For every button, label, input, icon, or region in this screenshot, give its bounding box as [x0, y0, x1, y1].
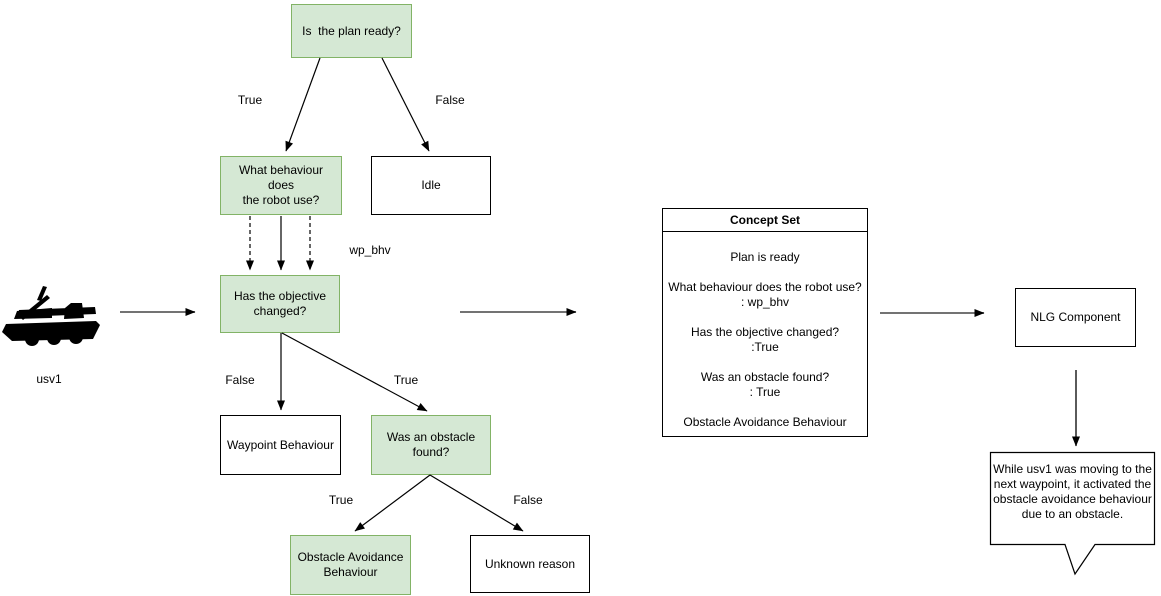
edge-label-objective-false: False: [225, 373, 255, 387]
concept-item: Has the objective changed? :True: [690, 325, 840, 354]
edge-label-plan-false: False: [435, 93, 465, 107]
concept-item: Was an obstacle found? : True: [700, 370, 830, 399]
concept-set-title: Concept Set: [663, 209, 867, 232]
edge-label-wp-bhv: wp_bhv: [349, 243, 391, 257]
edge-objective-true: [281, 332, 428, 412]
edge-label-obstacle-true: True: [328, 493, 354, 507]
edge-plan-true: [285, 57, 321, 152]
edge-obstacle-false: [429, 474, 524, 532]
nlg-component-box: NLG Component: [1015, 288, 1136, 347]
concept-item: What behaviour does the robot use? : wp_…: [668, 280, 862, 309]
edge-label-plan-true: True: [237, 93, 263, 107]
node-waypoint-behaviour: Waypoint Behaviour: [220, 415, 341, 475]
usv-label: usv1: [36, 372, 62, 386]
edge-plan-false: [381, 57, 430, 152]
node-unknown-reason: Unknown reason: [470, 535, 590, 593]
concept-set-box: Concept Set Plan is ready What behaviour…: [662, 208, 868, 437]
node-objective-changed: Has the objective changed?: [220, 275, 340, 333]
node-obstacle-avoidance: Obstacle Avoidance Behaviour: [290, 535, 411, 595]
usv-boat-icon: [2, 286, 100, 346]
edge-label-obstacle-false: False: [513, 493, 543, 507]
edge-obstacle-true: [354, 474, 431, 532]
edge-label-objective-true: True: [393, 373, 419, 387]
speech-bubble-text: While usv1 was moving to the next waypoi…: [993, 462, 1152, 521]
concept-set-body: Plan is ready What behaviour does the ro…: [663, 232, 867, 430]
node-obstacle-found: Was an obstacle found?: [371, 415, 491, 475]
node-is-plan-ready: Is the plan ready?: [291, 4, 412, 58]
concept-item: Obstacle Avoidance Behaviour: [683, 415, 847, 429]
concept-item: Plan is ready: [730, 250, 800, 264]
node-what-behaviour: What behaviour does the robot use?: [220, 156, 342, 215]
node-idle: Idle: [371, 156, 491, 215]
